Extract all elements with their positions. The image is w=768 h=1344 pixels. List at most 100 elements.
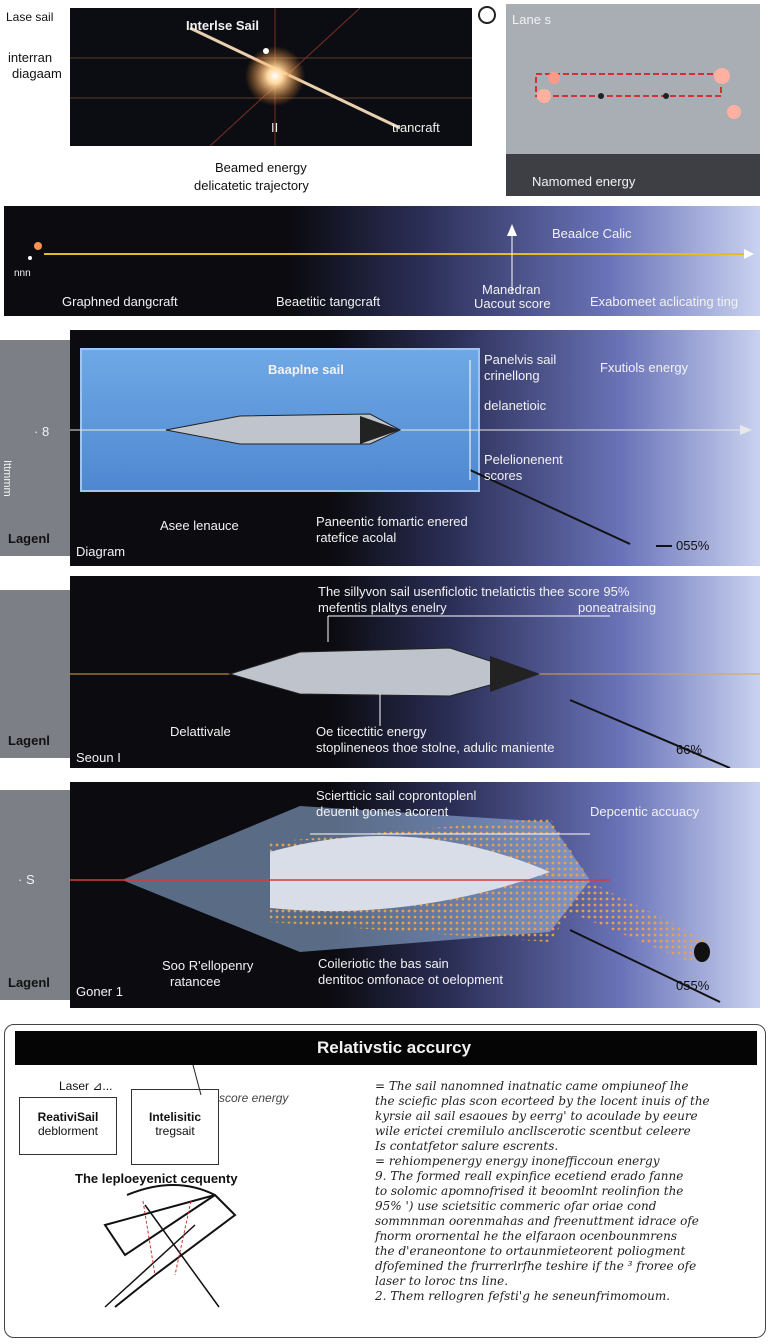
circle-arrow-icon[interactable] [478,6,496,24]
node-1 [537,89,551,103]
velocity-craft-graphic [70,615,760,768]
node-3 [714,68,730,84]
panel6-top-2: deuenit gomes acorent [316,804,449,819]
note-line: = rehiompenergy energy inonefficcoun ene… [375,1154,660,1168]
note-line: the d'eraneontone to ortaunmieteorent po… [375,1244,686,1258]
panel5-bottom-mid-1: Oe ticectitic energy [316,724,427,739]
panel3-right-top: Beaalce Calic [552,226,632,241]
panel-lane: Lane s Namomed energy [506,4,760,196]
panel1-craft-label: trancraft [392,120,440,135]
note-line: 2. Them rellogren fefsti'g he seneunfrim… [375,1289,671,1303]
panel4-side: Ittmmm · 8 Lagenl [0,340,70,556]
panel4-box-title: Baaplne sail [268,362,344,377]
panel5-top-right: poneatraising [578,600,657,615]
panel4-label-d1: Pelelionenent [484,452,563,467]
panel3-side-text: nnn [14,268,31,279]
panel6-bottom-mid-2: dentitoc omfonace ot oelopment [318,972,504,987]
panel5-top-2: mefentis plaltys enelry [318,600,447,615]
panel4-percent: 055% [676,538,710,553]
panel-trajectory: nnn Beaalce Calic Graphned dangcraft Bea… [4,206,760,316]
note-line: laser to loroc tns line. [375,1274,509,1288]
deployment-cone-graphic [70,806,721,1003]
panel1-side-label-2: diagaam [12,66,62,81]
panel6-side-label: Lagenl [8,975,50,990]
panel7-header-bar: Relativstic accurcy [15,1031,757,1065]
panel5-percent: 66% [676,742,703,757]
panel7-laser-label: Laser ⊿... [59,1079,113,1093]
panel5-top-1: The sillyvon sail usenficlotic tnelatict… [318,584,630,599]
panel4-bottom-mid-2: ratefice acolal [316,530,397,545]
panel1-caption-2: delicatetic trajectory [194,178,309,193]
panel3-label-1: Graphned dangcraft [62,294,178,309]
note-line: wile erictei cremilulo ancllscerotic sce… [375,1124,691,1138]
node-5 [598,93,604,99]
sail-flare-graphic [70,8,472,146]
panel6-bottom-left-1: Soo R'ellopenry [162,958,254,973]
box2-line1: Intelisitic [148,1110,201,1124]
panel3-label-2: Beaetitic tangcraft [276,294,381,309]
panel5-bottom-left: Delattivale [170,724,231,739]
panel1-top-left-label: Lase sail [6,10,54,24]
node-6 [663,93,669,99]
panel6-bottom-left-2: ratancee [170,974,221,989]
panel4-bottom-left: Asee lenauce [160,518,239,533]
note-line: the sciefic plas scon ecorteed by the lo… [375,1094,710,1108]
panel-interstellar-sail: Interlse Sail trancraft [70,8,472,146]
panel3-label-3a: Manedran [482,282,541,297]
baseline-craft-graphic [70,360,752,547]
panel4-side-marks: · 8 [34,424,50,439]
panel4-side-vertical: Ittmmm [1,460,13,497]
node-2 [548,72,560,84]
panel4-label-a1: Panelvis sail [484,352,557,367]
panel-scientific-sail: Sciertticic sail coprontoplenl deuenit g… [70,782,760,1008]
deployment-sequence-graphic [103,1064,237,1308]
panel7-notes: = The sail nanomned inatnatic came ompiu… [375,1079,759,1304]
reativisail-box[interactable]: ReativiSail deblorment [19,1097,117,1155]
box1-line2: deblorment [37,1124,99,1138]
panel2-title: Lane s [512,12,552,27]
note-line: fnorm orornental he the elfaraon ocenbou… [375,1229,677,1243]
panel6-top-1: Sciertticic sail coprontoplenl [316,788,477,803]
panel5-bottom-mid-2: stoplineneos thoe stolne, adulic manient… [316,740,555,755]
panel2-footer: Namomed energy [532,174,636,189]
panel1-title: Interlse Sail [186,18,259,33]
box2-line2: tregsait [155,1124,195,1138]
panel6-corner: Goner 1 [76,984,123,999]
note-line: Is contatfetor salure escrents. [375,1139,559,1153]
panel5-side-label: Lagenl [8,733,50,748]
panel4-bottom-mid-1: Paneentic fomartic enered [316,514,468,529]
note-line: = The sail nanomned inatnatic came ompiu… [375,1079,689,1093]
note-line: 95% ') use scietsitic commeric ofar oria… [375,1199,657,1213]
note-line: sommnman oorenmahas and freenuttment idr… [375,1214,699,1228]
panel-baseline-sail: Baaplne sail Panelvis sail crinellong Fx… [70,330,760,566]
panel1-marker: II [271,120,279,135]
panel4-corner: Diagram [76,544,126,559]
intelisitic-box[interactable]: Intelisitic tregsait [131,1089,219,1165]
panel1-caption-1: Beamed energy [215,160,307,175]
panel-relativistic-accuracy: Relativstic accurcy Laser ⊿... score ene… [4,1024,766,1338]
box1-line1: ReativiSail [37,1110,99,1124]
panel4-side-label: Lagenl [8,531,50,546]
panel7-sequence-title: The leploeyenict cequenty [75,1171,238,1186]
note-line: kyrsie ail sail esaoues by eerrg' to aco… [375,1109,698,1123]
panel6-bottom-mid-1: Coileriotic the bas sain [318,956,449,971]
panel1-side-label-1: interran [8,50,53,65]
note-line: to solomic apomnofrised it beoomlnt reol… [375,1184,684,1198]
panel4-label-d2: scores [484,468,523,483]
panel6-side: · S Lagenl [0,790,70,1000]
panel3-label-3b: Uacout score [474,296,551,311]
trajectory-graphic [28,224,754,294]
panel6-percent: 055% [676,978,710,993]
note-line: dfofemined the frurrerlrfhe teshire if t… [375,1259,697,1273]
panel4-label-c: delanetioic [484,398,547,413]
panel6-top-right: Depcentic accuacy [590,804,700,819]
panel7-score-label: score energy [219,1091,289,1105]
panel7-header: Relativstic accurcy [317,1038,472,1057]
panel4-label-b: Fxutiols energy [600,360,689,375]
panel-sail-velocity: The sillyvon sail usenficlotic tnelatict… [70,576,760,768]
panel5-side: Lagenl [0,590,70,758]
node-4 [727,105,741,119]
panel3-label-4: Exabomeet aclicating ting [590,294,739,309]
panel4-label-a2: crinellong [484,368,540,383]
note-line: 9. The formed reall expinfice ecetiend e… [375,1169,684,1183]
